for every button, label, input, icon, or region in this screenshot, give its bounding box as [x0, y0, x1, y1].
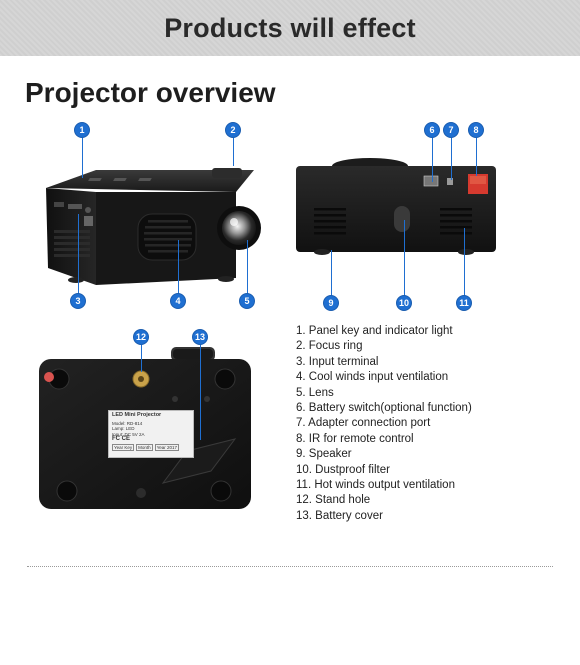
leader-line	[200, 344, 201, 440]
leader-line	[78, 214, 79, 294]
leader-line	[464, 228, 465, 296]
feature-item: 11. Hot winds output ventilation	[296, 479, 455, 492]
feature-item: 9. Speaker	[296, 448, 352, 461]
section-title: Projector overview	[25, 77, 276, 108]
feature-item: 8. IR for remote control	[296, 432, 414, 445]
banner-title: Products will effect	[164, 12, 416, 43]
adapter-port	[447, 178, 453, 185]
leader-line	[432, 136, 433, 182]
callout-badge: 6	[425, 123, 439, 137]
label-year-key: Year Key	[112, 443, 135, 451]
feature-item: 3. Input terminal	[296, 355, 379, 368]
feature-item: 5. Lens	[296, 386, 334, 399]
top-banner: Products will effect	[0, 0, 580, 56]
battery-cover	[161, 438, 237, 484]
port-icon	[54, 202, 64, 207]
label-year: Year 2017	[154, 443, 179, 451]
callout-badge: 4	[171, 294, 185, 308]
leader-line	[233, 136, 234, 166]
feature-item: 13. Battery cover	[296, 509, 383, 522]
label-certs: FC CE	[112, 436, 130, 442]
feature-item: 2. Focus ring	[296, 340, 363, 353]
feature-item: 12. Stand hole	[296, 494, 371, 507]
leader-line	[451, 136, 452, 180]
callout-badge: 11	[457, 296, 471, 310]
leader-line	[178, 240, 179, 294]
leader-line	[404, 220, 405, 296]
dotted-divider	[27, 566, 553, 567]
projector-front-view	[46, 168, 261, 285]
leader-line	[331, 250, 332, 296]
feature-list: 1. Panel key and indicator light 2. Focu…	[296, 324, 472, 524]
lens-icon	[217, 206, 261, 250]
callout-badge: 5	[240, 294, 254, 308]
foot-icon	[68, 277, 84, 283]
label-lamp: Lamp: LED	[112, 426, 135, 431]
projector-rear-view	[296, 158, 496, 255]
label-title: LED Mini Projector	[112, 412, 162, 418]
callout-badge: 13	[193, 330, 207, 344]
leader-line	[476, 136, 477, 176]
callout-badge: 12	[134, 330, 148, 344]
label-model: Model: RD-814	[112, 420, 143, 426]
feature-item: 7. Adapter connection port	[296, 417, 431, 430]
dust-filter	[394, 206, 410, 232]
leader-line	[82, 136, 83, 178]
leader-line	[141, 344, 142, 372]
vent-icon	[137, 213, 197, 261]
feature-item: 4. Cool winds input ventilation	[296, 371, 449, 384]
callout-badge: 7	[444, 123, 458, 137]
label-input: Input: DC 5V 2A	[112, 431, 145, 437]
callout-badge: 9	[324, 296, 338, 310]
callout-badge: 1	[75, 123, 89, 137]
battery-switch	[423, 175, 439, 187]
callout-badge: 8	[469, 123, 483, 137]
callout-badge: 3	[71, 294, 85, 308]
label-month: Month	[136, 443, 153, 451]
callout-badge: 2	[226, 123, 240, 137]
feature-item: 1. Panel key and indicator light	[296, 325, 453, 337]
callout-badge: 10	[397, 296, 411, 310]
leader-line	[247, 240, 248, 294]
focus-ring	[212, 168, 242, 178]
feature-item: 10. Dustproof filter	[296, 463, 390, 476]
label-plate: LED Mini Projector Model: RD-814 Lamp: L…	[108, 410, 194, 458]
feature-item: 6. Battery switch(optional function)	[296, 402, 472, 415]
